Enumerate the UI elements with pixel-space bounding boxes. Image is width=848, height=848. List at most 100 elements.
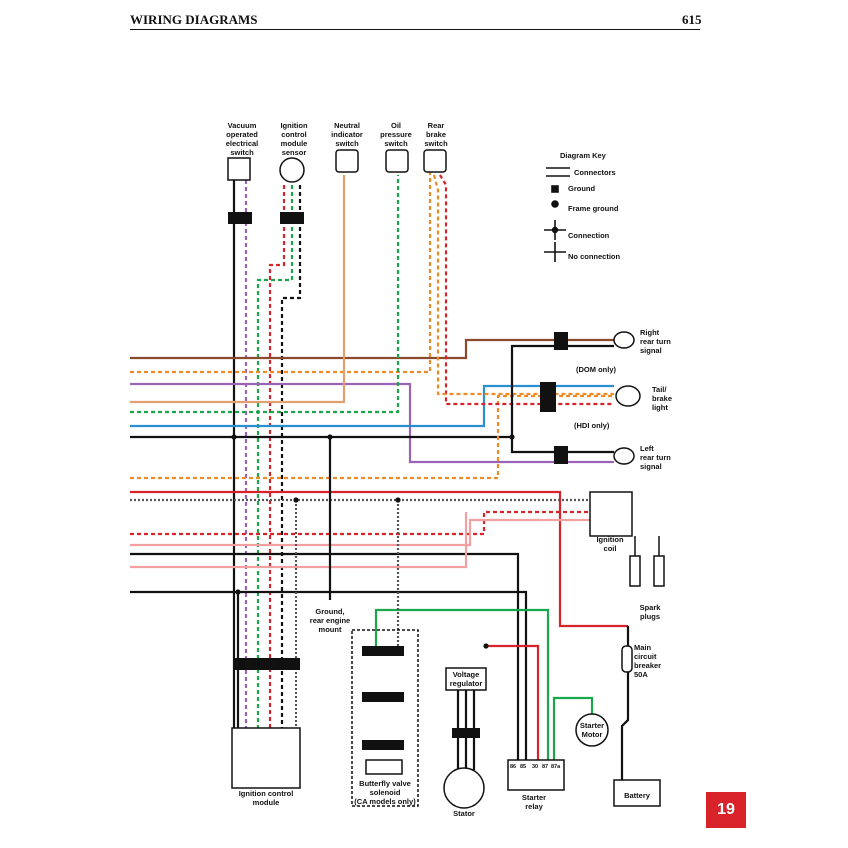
label-relay-1: Starter: [522, 793, 546, 802]
label-starter-2: Motor: [582, 730, 603, 739]
label-solenoid-2: solenoid: [370, 788, 401, 797]
key-frame-ground-icon: [551, 200, 559, 208]
wire-black-turn-ground: [510, 344, 614, 454]
oil-switch-body: [385, 149, 409, 173]
header-page-number: 615: [682, 12, 702, 27]
battery-body: [613, 779, 661, 807]
header-title: WIRING DIAGRAMS: [130, 12, 258, 27]
key-ground: Ground: [568, 184, 595, 193]
label-sensor-2: control: [281, 130, 306, 139]
connector-sensor: [280, 212, 304, 224]
wire-red-relay-30: [486, 644, 540, 764]
label-sensor-1: Ignition: [280, 121, 307, 130]
connector-solenoid-1: [362, 646, 404, 656]
stator-body: [443, 767, 485, 809]
label-left-turn-1: Left: [640, 444, 654, 453]
spark-plug-1: [629, 555, 641, 587]
label-oil-3: switch: [384, 139, 408, 148]
junction-dot: [509, 434, 515, 440]
label-tail-3: light: [652, 403, 668, 412]
connector-left-turn: [554, 446, 568, 464]
label-left-turn-2: rear turn: [640, 453, 671, 462]
relay-terminal-30: 30: [532, 764, 538, 770]
label-coil-2: coil: [604, 544, 617, 553]
key-connection: Connection: [568, 231, 610, 240]
label-ground-2: rear engine: [310, 616, 350, 625]
label-oil-1: Oil: [391, 121, 401, 130]
right-turn-bulb: [613, 331, 635, 349]
relay-terminal-85: 85: [520, 764, 526, 770]
connector-solenoid-2: [362, 692, 404, 702]
label-starter-1: Starter: [580, 721, 604, 730]
wire-orange-brake-2: [432, 174, 614, 396]
brake-switch-body: [423, 149, 447, 173]
label-vacuum-2: operated: [226, 130, 258, 139]
label-vacuum-3: electrical: [226, 139, 259, 148]
label-sensor-4: sensor: [282, 148, 307, 157]
key-connectors: Connectors: [574, 168, 616, 177]
label-dom-only: (DOM only): [576, 365, 616, 374]
label-coil-1: Ignition: [596, 535, 623, 544]
label-spark-1: Spark: [640, 603, 662, 612]
solenoid-dashed-box: [351, 629, 419, 807]
wire-black-relay-86: [130, 552, 520, 764]
wire-tan-neutral: [130, 175, 346, 404]
wire-sensor-red: [268, 185, 286, 728]
label-brake-2: brake: [426, 130, 446, 139]
wire-sensor-black: [280, 185, 302, 728]
spark-plug-2: [653, 555, 665, 587]
label-vacuum-1: Vacuum: [228, 121, 257, 130]
chapter-tab: 19: [706, 792, 746, 828]
connector-vacuum: [228, 212, 252, 224]
label-brake-1: Rear: [428, 121, 445, 130]
label-neutral-2: indicator: [331, 130, 363, 139]
wire-red-breaker: [130, 490, 628, 628]
label-stator: Stator: [453, 809, 475, 818]
label-tail-1: Tail/: [652, 385, 667, 394]
label-left-turn-3: signal: [640, 462, 662, 471]
label-sensor-3: module: [281, 139, 308, 148]
wire-sensor-green: [256, 185, 294, 728]
label-ground-3: mount: [319, 625, 342, 634]
label-solenoid-3: (CA models only): [354, 797, 416, 806]
junction-dot: [231, 434, 237, 440]
solenoid-body: [365, 759, 403, 775]
junction-dot: [235, 589, 241, 595]
wire-green-solenoid: [374, 608, 550, 764]
ignition-module-body: [231, 727, 301, 789]
label-neutral-3: switch: [335, 139, 359, 148]
relay-terminal-87a: 87a: [551, 764, 561, 770]
junction-dot: [327, 434, 333, 440]
key-no-connection: No connection: [568, 252, 621, 261]
junction-dot: [483, 643, 489, 649]
wire-green-oil: [130, 175, 400, 414]
key-connection-dot: [551, 226, 559, 234]
left-turn-bulb: [613, 447, 635, 465]
label-hdi-only: (HDI only): [574, 421, 610, 430]
key-title: Diagram Key: [560, 151, 607, 160]
relay-terminal-86: 86: [510, 764, 516, 770]
label-ground-1: Ground,: [315, 607, 344, 616]
wire-red-dashed-coil: [130, 510, 590, 536]
label-module-2: module: [253, 798, 280, 807]
vacuum-switch-body: [227, 157, 251, 181]
label-right-turn-3: signal: [640, 346, 662, 355]
connector-right-turn: [554, 332, 568, 350]
label-breaker-3: breaker: [634, 661, 661, 670]
label-breaker-2: circuit: [634, 652, 657, 661]
relay-terminal-87: 87: [542, 764, 548, 770]
wire-breaker-battery: [620, 626, 630, 780]
label-solenoid-1: Butterfly valve: [359, 779, 411, 788]
label-relay-2: relay: [525, 802, 543, 811]
voltage-regulator-body: [445, 667, 487, 691]
label-brake-3: switch: [424, 139, 448, 148]
label-neutral-1: Neutral: [334, 121, 360, 130]
wire-purple-left-turn: [130, 382, 614, 464]
wire-black-relay-85: [130, 590, 528, 764]
tail-light-bulb: [615, 385, 641, 407]
wire-pink-coil: [130, 518, 590, 547]
connector-tail: [540, 382, 556, 412]
label-breaker-4: 50A: [634, 670, 648, 679]
